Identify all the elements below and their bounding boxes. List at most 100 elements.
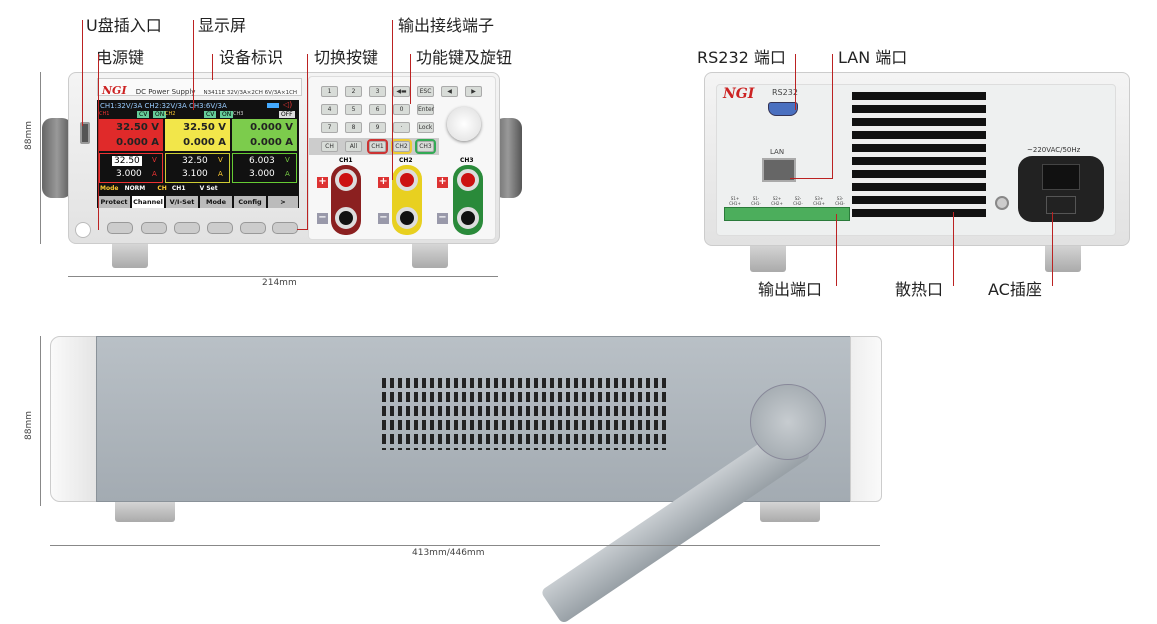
softkey-next[interactable]: > xyxy=(268,196,298,208)
key-left[interactable]: ◀ xyxy=(441,86,458,97)
ch3-setpoint[interactable]: 6.003 V 3.000 A xyxy=(232,153,297,183)
ch1-setpoint[interactable]: 32.50 V 3.000 A xyxy=(99,153,163,183)
side-vent xyxy=(382,378,666,450)
output-terminal-block[interactable] xyxy=(724,207,850,221)
label-display: 显示屏 xyxy=(198,16,247,35)
softkey-mode[interactable]: Mode xyxy=(200,196,232,208)
key-ch3[interactable]: CH3 xyxy=(415,139,436,154)
foot xyxy=(760,498,820,522)
key-esc[interactable]: ESC xyxy=(417,86,434,97)
fuse-holder[interactable] xyxy=(1046,196,1076,214)
lan-port[interactable] xyxy=(762,158,796,182)
ch1-negative-terminal[interactable] xyxy=(335,207,357,229)
key-enter[interactable]: Enter xyxy=(417,104,435,115)
front-height-dimension: 88mm xyxy=(24,121,34,150)
set-value: V Set xyxy=(199,185,218,192)
ground-screw-icon xyxy=(995,196,1009,210)
unit-v: V xyxy=(152,156,157,164)
ch3-positive-terminal[interactable] xyxy=(457,169,479,191)
key-ch1[interactable]: CH1 xyxy=(367,139,388,154)
leader-line xyxy=(193,20,194,110)
ch3-current: 0.000 A xyxy=(250,137,293,148)
softkey-vi-set[interactable]: V/I-Set xyxy=(166,196,198,208)
screen-header: CH1:32V/3A CH2:32V/3A CH3:6V/3A xyxy=(100,102,227,110)
ch3-state: OFF xyxy=(279,111,295,118)
key-2[interactable]: 2 xyxy=(345,86,362,97)
label-switch-keys: 切换按键 xyxy=(314,48,379,67)
label-ac-socket: AC插座 xyxy=(988,280,1042,299)
ch2-state: ON xyxy=(220,111,234,118)
rs232-port[interactable] xyxy=(768,102,798,116)
lan-label: LAN xyxy=(770,148,785,156)
ch3-negative-terminal[interactable] xyxy=(457,207,479,229)
key-lock[interactable]: Lock xyxy=(417,122,434,133)
ch2-setpoint[interactable]: 32.50 V 3.100 A xyxy=(165,153,230,183)
terminal-label: S1- xyxy=(752,196,760,201)
ch2-negative-terminal[interactable] xyxy=(396,207,418,229)
usb-port[interactable] xyxy=(80,122,90,144)
softkey-protect[interactable]: Protect xyxy=(98,196,130,208)
softkey-button[interactable] xyxy=(141,222,167,234)
ch2-positive-terminal[interactable] xyxy=(396,169,418,191)
width-dimension-line xyxy=(68,276,498,277)
terminal-label: S3+ xyxy=(814,196,824,201)
key-ch2[interactable]: CH2 xyxy=(391,139,412,154)
ch3-voltage: 0.000 V xyxy=(250,122,293,133)
terminal-label-ch3: CH3 xyxy=(460,157,474,164)
softkey-button[interactable] xyxy=(107,222,133,234)
leader-line xyxy=(1052,212,1053,286)
key-0[interactable]: 0 xyxy=(393,104,410,115)
ch-value: CH1 xyxy=(171,185,186,192)
key-dot[interactable]: · xyxy=(393,122,410,133)
handle-pivot xyxy=(750,384,826,460)
leader-line xyxy=(307,54,308,230)
ch1-voltage: 32.50 V xyxy=(116,122,159,133)
terminal-labels: CH1+CH1-CH2+CH2-CH3+CH3- xyxy=(724,201,850,209)
softkey-button[interactable] xyxy=(174,222,200,234)
leader-line xyxy=(790,178,833,179)
key-9[interactable]: 9 xyxy=(369,122,386,133)
ch3-set-voltage: 6.003 xyxy=(249,156,275,166)
label-rs232-port: RS232 端口 xyxy=(697,48,786,67)
power-button[interactable] xyxy=(75,222,91,238)
key-8[interactable]: 8 xyxy=(345,122,362,133)
label-function-keys: 功能键及旋钮 xyxy=(416,48,513,67)
terminal-label: CH1+ xyxy=(729,201,741,206)
ch1-mode: CV xyxy=(137,111,150,118)
status-line: Mode NORM CH CH1 V Set xyxy=(100,185,218,192)
softkey-button[interactable] xyxy=(272,222,298,234)
vent-grille xyxy=(852,92,986,218)
key-all[interactable]: All xyxy=(345,141,362,152)
key-ch[interactable]: CH xyxy=(321,141,338,152)
key-backspace[interactable]: ◀▬ xyxy=(393,86,410,97)
key-5[interactable]: 5 xyxy=(345,104,362,115)
terminal-label: CH1- xyxy=(751,201,761,206)
key-3[interactable]: 3 xyxy=(369,86,386,97)
softkey-button[interactable] xyxy=(207,222,233,234)
key-1[interactable]: 1 xyxy=(321,86,338,97)
height-dimension-line xyxy=(40,336,41,506)
foot xyxy=(112,240,148,268)
label-usb-port: U盘插入口 xyxy=(86,16,162,35)
brand-logo: NGI xyxy=(102,84,127,97)
key-4[interactable]: 4 xyxy=(321,104,338,115)
key-right[interactable]: ▶ xyxy=(465,86,482,97)
label-power-key: 电源键 xyxy=(96,48,145,67)
product-title: DC Power Supply xyxy=(135,88,196,96)
key-7[interactable]: 7 xyxy=(321,122,338,133)
softkey-config[interactable]: Config xyxy=(234,196,266,208)
rotary-knob[interactable] xyxy=(447,107,481,141)
softkey-channel[interactable]: Channel xyxy=(132,196,164,208)
terminal-labels: S1+S1-S2+S2-S3+S3- xyxy=(724,196,850,204)
ch1-readout: 32.50 V 0.000 A xyxy=(99,119,163,151)
key-6[interactable]: 6 xyxy=(369,104,386,115)
mode-label: Mode xyxy=(100,185,119,192)
ch2-set-voltage: 32.50 xyxy=(182,156,208,166)
leader-line xyxy=(392,20,393,180)
keypad-panel: 1 2 3 ◀▬ ESC ◀ ▶ 4 5 6 0 Enter 7 8 9 · L… xyxy=(308,76,496,240)
ch2-readout: 32.50 V 0.000 A xyxy=(165,119,230,151)
softkey-button[interactable] xyxy=(240,222,266,234)
leader-line xyxy=(836,214,837,286)
ac-socket[interactable] xyxy=(1018,156,1104,222)
ch1-positive-terminal[interactable] xyxy=(335,169,357,191)
